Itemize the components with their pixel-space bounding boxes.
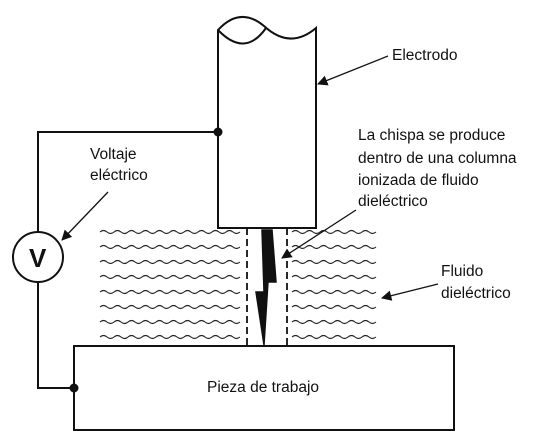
fluid-wave-line — [291, 244, 377, 250]
voltage-pointer-arrow — [61, 191, 109, 241]
fluid-wave-line — [291, 319, 377, 325]
fluid-wave-line — [291, 334, 377, 340]
fluid-wave-line — [291, 304, 377, 310]
electrode-connection-node — [213, 127, 223, 137]
spark-label-line-2: dentro de una columna — [358, 150, 517, 167]
fluid-wave-line — [291, 274, 377, 280]
fluid-label-line-1: Fluido — [441, 263, 483, 280]
spark-label-line-4: dieléctrico — [358, 193, 428, 210]
voltmeter-symbol: V — [29, 243, 47, 273]
electrode-body — [217, 16, 317, 229]
fluid-wave-line — [291, 259, 377, 265]
spark-pointer-arrow — [281, 209, 357, 259]
fluid-wave-line — [99, 274, 241, 280]
workpiece-connection-node — [69, 383, 79, 393]
spark-label-line-1: La chispa se produce — [358, 127, 505, 144]
fluid-wave-line — [99, 289, 241, 295]
fluid-wave-line — [99, 334, 241, 340]
voltage-label-line-1: Voltaje — [90, 146, 137, 163]
fluid-wave-line — [99, 244, 241, 250]
voltmeter-circle — [12, 231, 64, 283]
fluid-pointer-arrow — [380, 283, 439, 301]
electrode-top-curve — [217, 27, 267, 45]
circuit-wire-top — [37, 131, 218, 232]
spark-bolt — [255, 229, 277, 346]
workpiece-label: Pieza de trabajo — [207, 379, 319, 396]
fluid-wave-line — [99, 229, 241, 235]
circuit-wire-bottom — [37, 282, 74, 389]
workpiece-block — [73, 345, 455, 431]
spark-label-line-3: ionizada de fluido — [358, 172, 479, 189]
fluid-wave-line — [291, 289, 377, 295]
electrode-label: Electrodo — [392, 47, 457, 64]
fluid-wave-line — [99, 319, 241, 325]
fluid-label-line-2: dieléctrico — [441, 285, 511, 302]
voltage-label-line-2: eléctrico — [90, 167, 148, 184]
fluid-wave-line — [99, 259, 241, 265]
electrode-pointer-arrow — [317, 55, 389, 86]
fluid-wave-line — [99, 304, 241, 310]
dielectric-fluid-waves — [99, 229, 377, 340]
fluid-wave-line — [291, 229, 377, 235]
